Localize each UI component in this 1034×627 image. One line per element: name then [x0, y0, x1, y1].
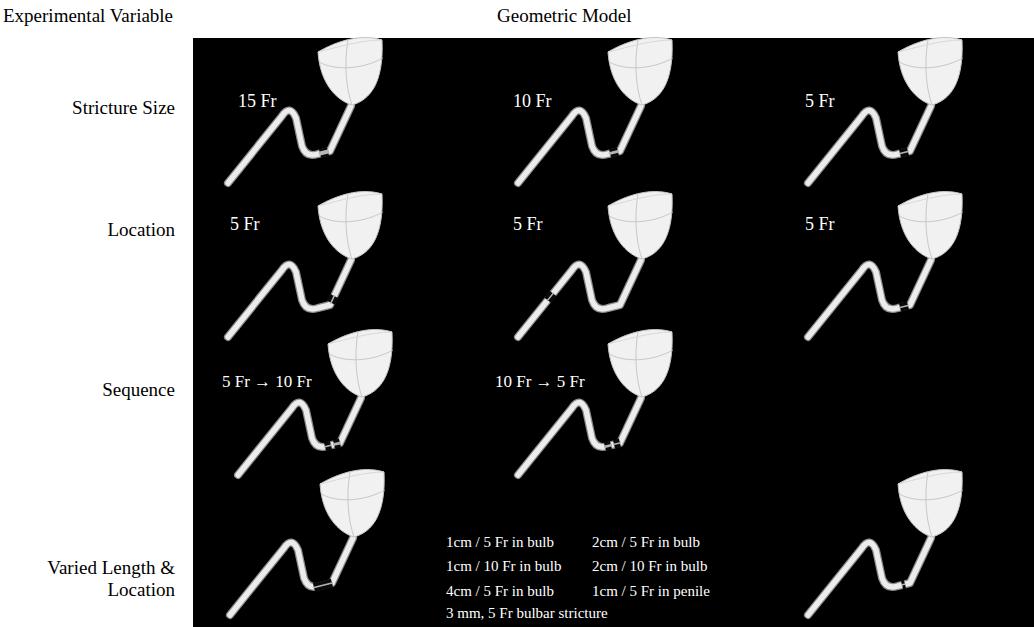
urethra-model	[228, 192, 383, 337]
model-label: 15 Fr	[238, 91, 277, 112]
row-label: Sequence	[102, 379, 175, 401]
urethra-model	[228, 38, 383, 183]
condition-note: 1cm / 5 Fr in bulb	[446, 534, 554, 551]
condition-note: 1cm / 10 Fr in bulb	[446, 558, 561, 575]
urethra-model	[230, 470, 385, 615]
condition-note: 2cm / 5 Fr in bulb	[592, 534, 700, 551]
column-header: Geometric Model	[497, 5, 632, 27]
urethra-model	[518, 192, 673, 337]
model-label: 5 Fr	[230, 214, 260, 235]
condition-note: 2cm / 10 Fr in bulb	[592, 558, 707, 575]
model-label: 5 Fr → 10 Fr	[222, 372, 312, 392]
condition-note: 3 mm, 5 Fr bulbar stricture	[446, 605, 608, 622]
urethra-model	[808, 192, 963, 337]
row-label: Stricture Size	[72, 97, 175, 119]
model-label: 5 Fr	[805, 214, 835, 235]
model-label: 10 Fr → 5 Fr	[495, 372, 585, 392]
model-label: 5 Fr	[513, 214, 543, 235]
model-label: 5 Fr	[805, 91, 835, 112]
condition-note: 4cm / 5 Fr in bulb	[446, 583, 554, 600]
column-header: Experimental Variable	[3, 5, 173, 27]
condition-note: 1cm / 5 Fr in penile	[592, 583, 710, 600]
urethra-model	[238, 330, 393, 475]
urethra-model	[518, 330, 673, 475]
urethra-model	[808, 470, 963, 615]
black-panel	[193, 38, 1034, 627]
row-label: Location	[107, 219, 175, 241]
row-label: Varied Length & Location	[25, 557, 175, 601]
model-label: 10 Fr	[513, 91, 552, 112]
